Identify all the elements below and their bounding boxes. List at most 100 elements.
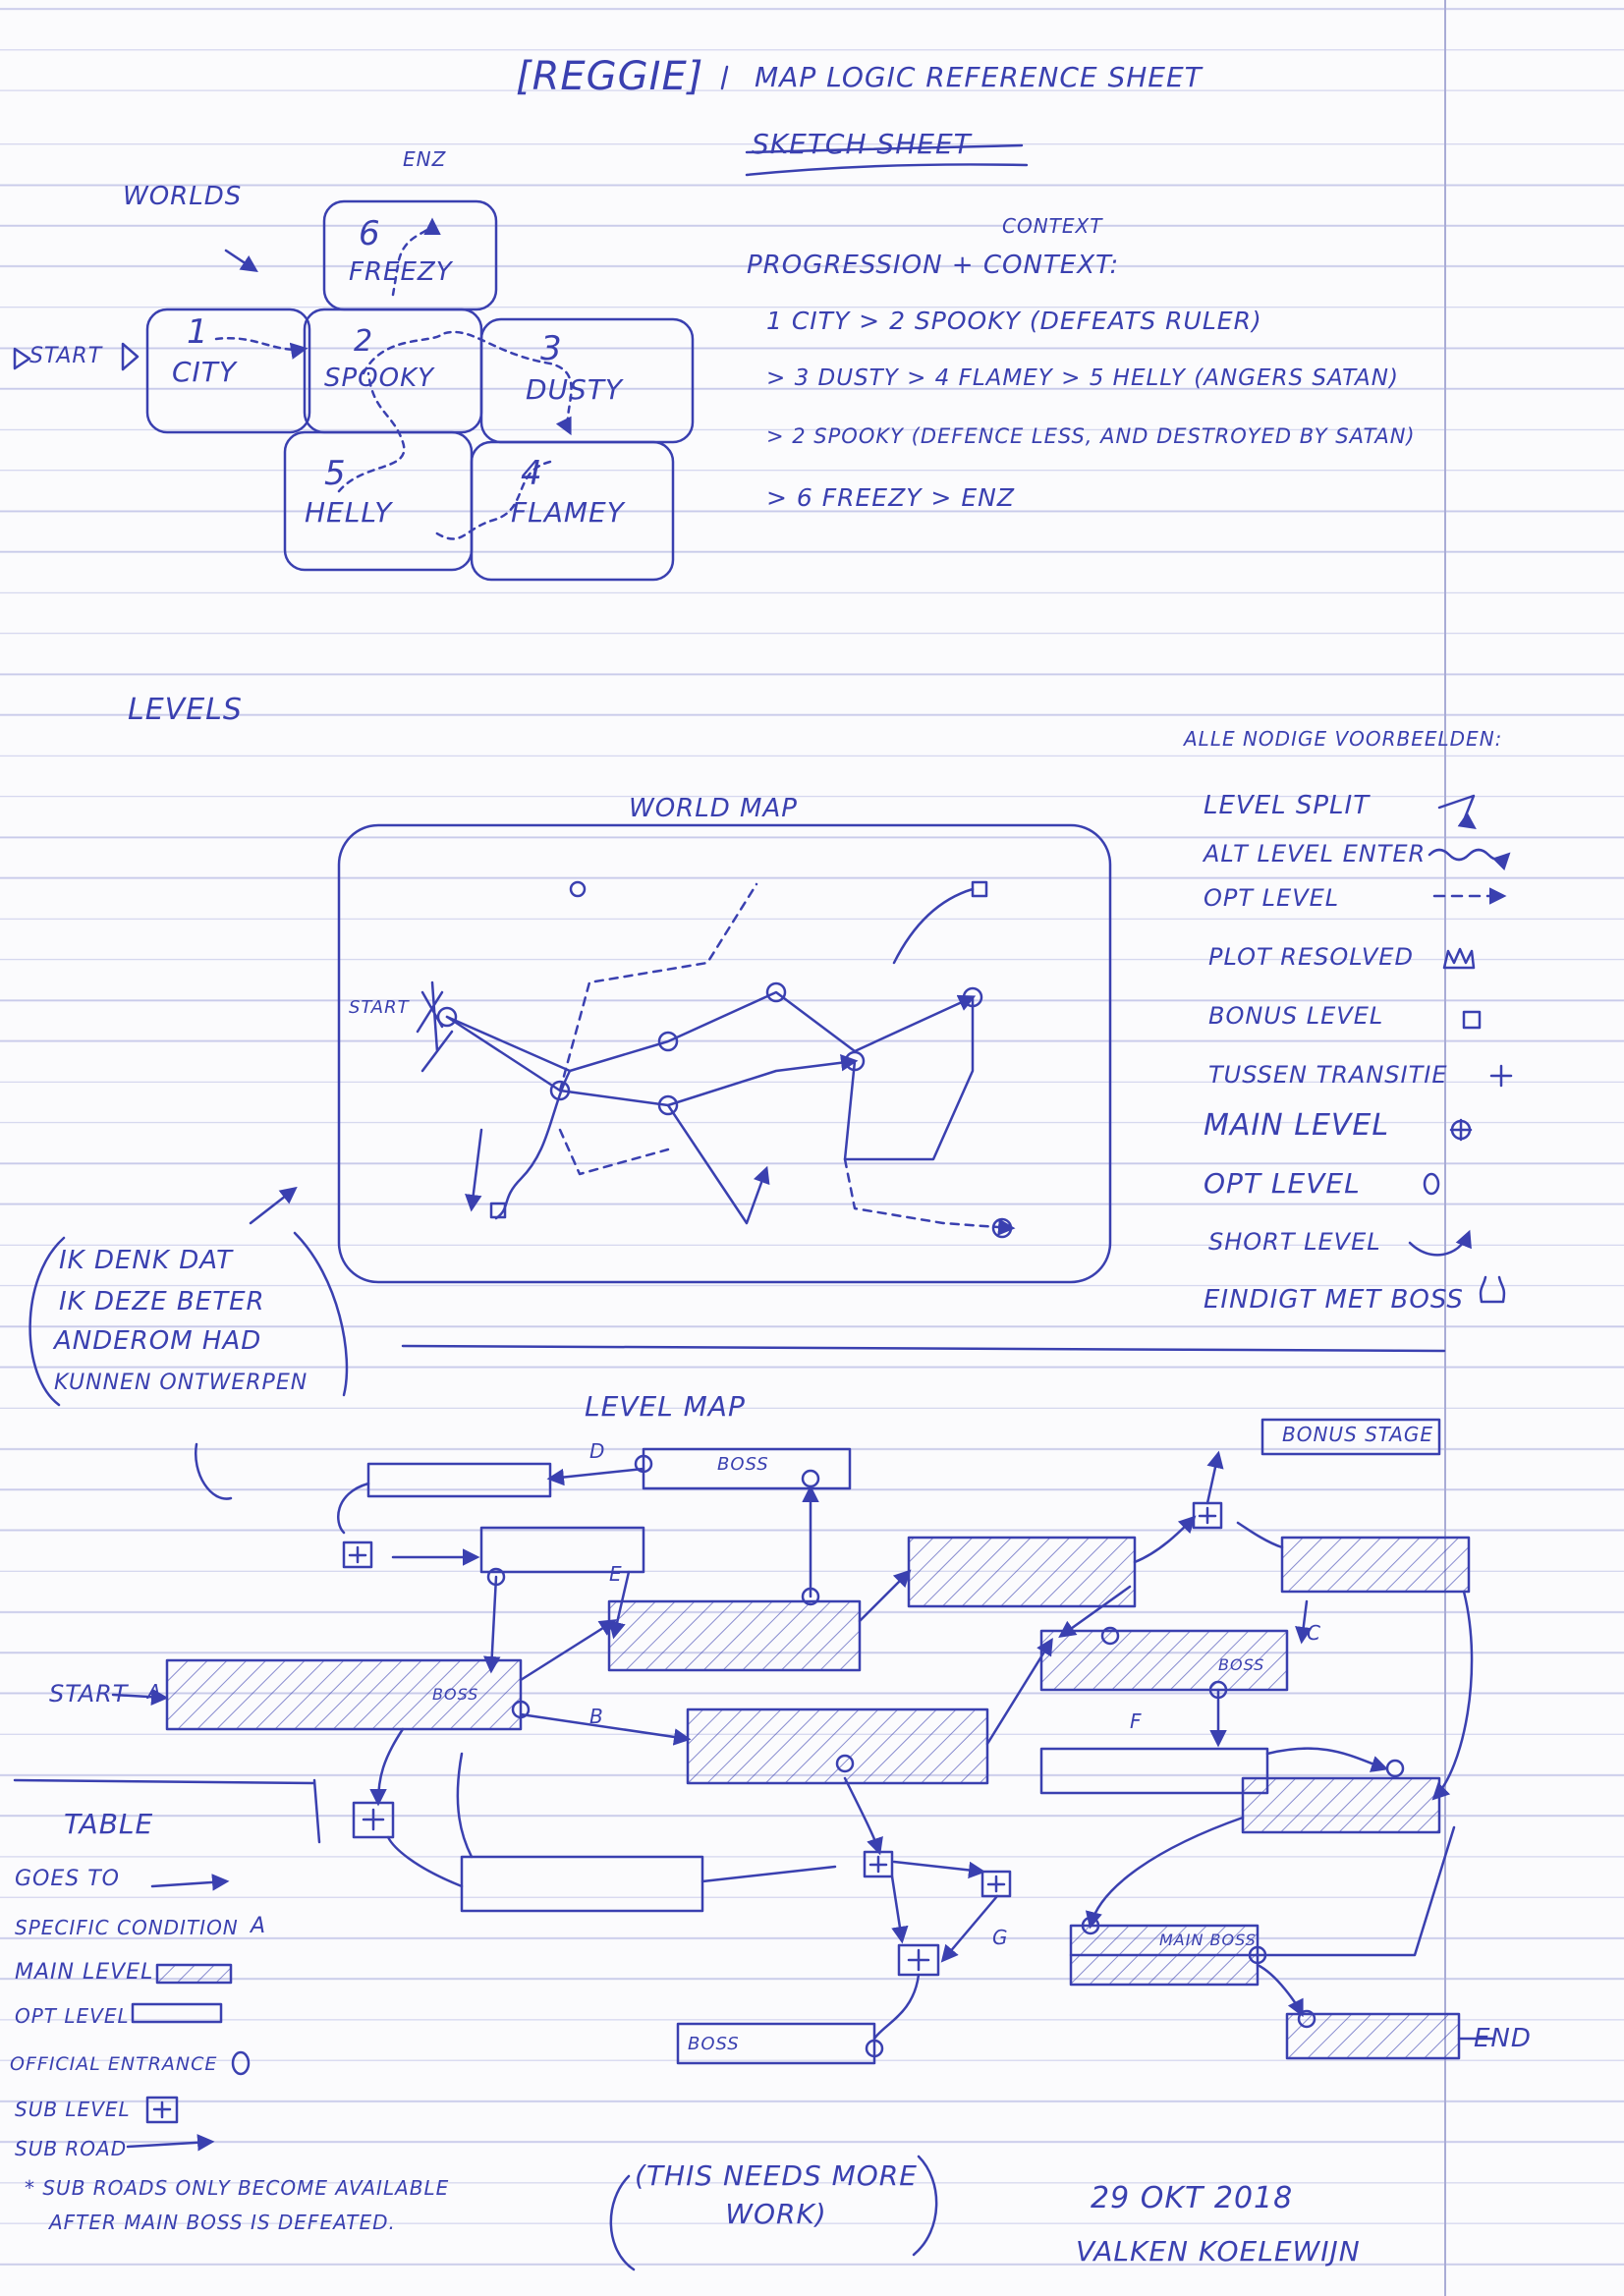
lm-main-start [165,1658,523,1731]
tile-freezy-num: 6 [359,214,381,253]
level-map-title: LEVEL MAP [585,1390,746,1423]
table-item-5: OFFICIAL ENTRANCE [10,2053,218,2075]
legend-world-item-4: PLOT RESOLVED [1208,943,1414,971]
progression-line-3: > 2 SPOOKY (DEFENCE LESS, AND DESTROYED … [766,424,1416,448]
edge-letter-d: D [589,1439,606,1463]
lm-main-right2 [1241,1776,1441,1834]
struck-subtitle: SKETCH SHEET [752,128,972,160]
app-title: [REGGIE] [516,54,704,99]
legend-world-title: ALLE NODIGE VOORBEELDEN: [1184,727,1503,751]
lm-main-3 [907,1536,1137,1608]
page-subtitle: MAP LOGIC REFERENCE SHEET [755,61,1203,93]
world-map-paths [416,880,1016,1239]
tile-freezy-name: FREEZY [349,257,453,287]
table-footnote-1: * SUB ROADS ONLY BECOME AVAILABLE [25,2176,450,2200]
legend-world-item-1: LEVEL SPLIT [1204,791,1371,820]
lm-box-top-left [366,1462,552,1498]
worlds-grid [13,199,695,582]
levels-label: LEVELS [128,693,243,727]
tile-city [145,308,311,434]
table-item-4: OPT LEVEL [15,2004,130,2028]
level-map-boss-2: BOSS [432,1685,479,1704]
side-note-line-2: IK DEZE BETER [59,1287,265,1316]
tile-flamey-num: 4 [521,454,543,493]
tile-city-num: 1 [187,312,209,352]
table-item-1: GOES TO [15,1867,120,1891]
edge-letter-a: A [147,1680,162,1704]
table-item-2: SPECIFIC CONDITION [15,1916,239,1939]
world-map-start: START [349,997,410,1018]
lm-box-2 [479,1526,645,1574]
footer-date: 29 OKT 2018 [1091,2181,1294,2215]
section-divider [401,1344,1446,1353]
tile-dusty-name: DUSTY [526,373,624,406]
title-bracket [720,65,729,90]
level-map [111,1418,1495,2065]
footer-author: VALKEN KOELEWIJN [1076,2235,1361,2268]
tile-flamey [470,440,675,582]
progression-heading: PROGRESSION + CONTEXT: [747,251,1120,280]
table-legend-icons [13,1778,938,2271]
progression-line-1: 1 CITY > 2 SPOOKY (DEFEATS RULER) [766,307,1262,335]
table-item-2-symbol: A [251,1914,267,1938]
level-map-start: START [49,1680,129,1708]
legend-world-item-5: BONUS LEVEL [1208,1002,1384,1030]
side-note-line-4: KUNNEN ONTWERPEN [54,1371,308,1395]
side-note-line-1: IK DENK DAT [59,1246,233,1275]
lm-main-1 [607,1599,862,1672]
tile-city-name: CITY [172,356,238,388]
edge-letter-g: G [992,1926,1009,1949]
side-note-paren [28,1236,66,1407]
level-map-boss-3: BOSS [1218,1655,1265,1674]
edge-letter-c: C [1307,1621,1321,1645]
subtitle-underline [745,163,1029,177]
table-item-6: SUB LEVEL [15,2098,131,2121]
progression-line-4: > 6 FREEZY > ENZ [766,483,1015,512]
world-legend-icons [1408,794,1513,1304]
tile-spooky-num: 2 [354,324,374,359]
legend-world-item-3: OPT LEVEL [1204,884,1340,912]
progression-caret-word: CONTEXT [1002,214,1103,238]
tile-helly-name: HELLY [305,496,393,529]
level-map-bonus-stage: BONUS STAGE [1282,1423,1434,1446]
table-item-7: SUB ROAD [15,2137,128,2160]
tile-spooky-name: SPOOKY [324,364,435,393]
legend-world-item-2: ALT LEVEL ENTER [1204,840,1427,868]
legend-world-item-6: TUSSEN TRANSITIE [1208,1061,1448,1089]
lm-boss-bottom [676,2022,876,2065]
footer-note: (THIS NEEDS MORE WORK) [635,2159,918,2231]
world-map-frame [337,823,1112,1284]
lm-bonus-stage [1260,1418,1441,1456]
lm-main-2 [686,1708,989,1785]
legend-world-item-7: MAIN LEVEL [1204,1108,1390,1143]
worlds-start-label: START [29,344,103,368]
table-footnote-2: AFTER MAIN BOSS IS DEFEATED. [49,2211,396,2234]
margin-line [1444,0,1446,2296]
legend-world-item-9: SHORT LEVEL [1208,1228,1381,1256]
table-title: TABLE [64,1808,154,1840]
level-map-boss-1: BOSS [717,1454,769,1475]
edge-letter-b: B [589,1705,604,1728]
lm-opt-e [460,1855,704,1913]
table-item-3: MAIN LEVEL [15,1960,154,1985]
level-map-end: END [1474,2024,1532,2053]
lm-opt-f [1039,1747,1269,1795]
tile-flamey-name: FLAMEY [511,496,625,529]
side-note-line-3: ANDEROM HAD [54,1326,262,1356]
worlds-end-label: ENZ [403,147,447,171]
legend-world-item-8: OPT LEVEL [1204,1167,1361,1200]
tile-dusty-num: 3 [540,329,563,368]
level-map-boss-4: BOSS [688,2034,740,2054]
worlds-label: WORLDS [123,182,243,211]
tile-helly-num: 5 [324,454,347,493]
progression-line-2: > 3 DUSTY > 4 FLAMEY > 5 HELLY (ANGERS S… [766,365,1399,391]
strike-line [745,143,1024,154]
lm-main-boss [1039,1629,1289,1692]
world-map-title: WORLD MAP [629,794,798,823]
level-map-main-boss: MAIN BOSS [1159,1931,1257,1949]
edge-letter-e: E [609,1562,623,1586]
lm-main-right [1280,1536,1471,1594]
tile-freezy [322,199,498,311]
